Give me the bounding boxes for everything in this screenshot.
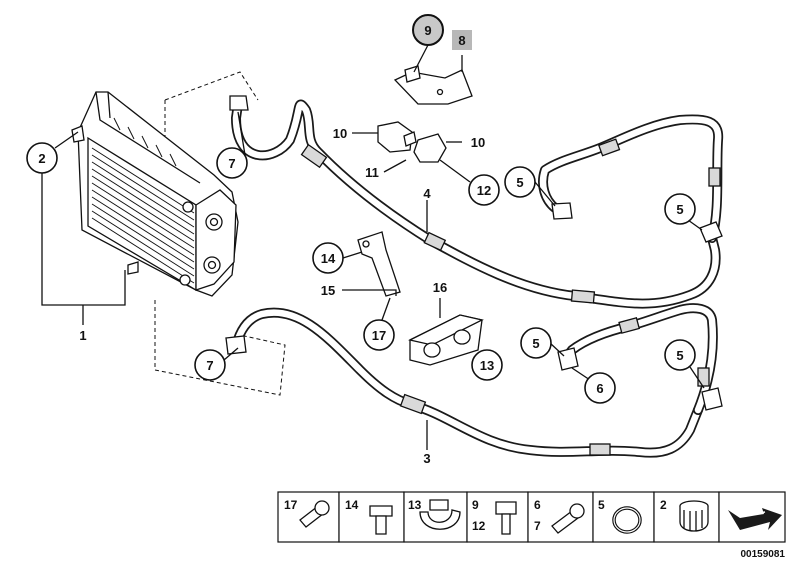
svg-text:6: 6 <box>534 498 541 512</box>
svg-text:2: 2 <box>660 498 667 512</box>
svg-text:5: 5 <box>532 336 539 351</box>
svg-text:11: 11 <box>365 165 379 180</box>
callout-10-left[interactable]: 10 <box>333 126 347 141</box>
svg-text:12: 12 <box>477 183 491 198</box>
callout-5-d[interactable]: 5 <box>664 339 696 371</box>
svg-text:14: 14 <box>321 251 336 266</box>
hex-bolt-icon <box>495 501 517 535</box>
svg-text:13: 13 <box>480 358 494 373</box>
svg-text:7: 7 <box>228 156 235 171</box>
svg-text:9: 9 <box>424 23 431 38</box>
callout-1[interactable]: 1 <box>79 328 86 343</box>
leader-lines <box>41 44 705 450</box>
callout-9[interactable]: 9 <box>412 14 444 46</box>
callouts: 2 1 7 7 9 8 10 10 11 <box>26 14 696 466</box>
oil-cooler <box>71 71 286 396</box>
o-ring-icon <box>612 506 642 534</box>
svg-text:2: 2 <box>38 151 45 166</box>
svg-text:5: 5 <box>598 498 605 512</box>
callout-5-a[interactable]: 5 <box>504 166 536 198</box>
legend-cell-13[interactable]: 13 <box>403 491 468 543</box>
legend-cell-6-7[interactable]: 6 7 <box>527 491 594 543</box>
clips-10-11-12 <box>377 121 447 163</box>
callout-10-right[interactable]: 10 <box>471 135 485 150</box>
svg-text:5: 5 <box>676 202 683 217</box>
direction-arrow-icon <box>728 508 782 530</box>
bolt-icon <box>299 500 330 528</box>
parts-legend-strip: 17 14 13 9 12 <box>277 491 786 543</box>
svg-text:5: 5 <box>516 175 523 190</box>
screw-icon <box>369 505 393 535</box>
socket-bolt-icon <box>551 503 585 534</box>
callout-4[interactable]: 4 <box>423 186 431 201</box>
diagram-number: 00159081 <box>741 549 786 560</box>
legend-cell-14[interactable]: 14 <box>338 491 405 543</box>
callout-8[interactable]: 8 <box>452 30 472 50</box>
svg-text:16: 16 <box>433 280 447 295</box>
legend-cell-5[interactable]: 5 <box>592 491 655 543</box>
svg-text:17: 17 <box>372 328 386 343</box>
callout-5-c[interactable]: 5 <box>520 327 552 359</box>
callout-14[interactable]: 14 <box>312 242 344 274</box>
upper-oil-hose <box>229 95 724 309</box>
callout-3[interactable]: 3 <box>423 451 430 466</box>
callout-11[interactable]: 11 <box>365 165 379 180</box>
svg-text:1: 1 <box>79 328 86 343</box>
svg-text:3: 3 <box>423 451 430 466</box>
svg-text:17: 17 <box>284 498 298 512</box>
svg-text:4: 4 <box>423 186 431 201</box>
svg-text:10: 10 <box>333 126 347 141</box>
svg-text:10: 10 <box>471 135 485 150</box>
svg-text:5: 5 <box>676 348 683 363</box>
svg-text:7: 7 <box>534 519 541 533</box>
callout-7-lower[interactable]: 7 <box>194 349 226 381</box>
clamp-icon <box>419 499 461 530</box>
svg-text:15: 15 <box>321 283 335 298</box>
svg-text:7: 7 <box>206 358 213 373</box>
svg-text:9: 9 <box>472 498 479 512</box>
grommet-16 <box>408 314 484 366</box>
callout-2[interactable]: 2 <box>26 142 58 174</box>
callout-13[interactable]: 13 <box>471 349 503 381</box>
svg-text:13: 13 <box>408 498 422 512</box>
callout-16[interactable]: 16 <box>433 280 447 295</box>
bracket-8 <box>393 65 473 105</box>
lower-oil-hose <box>225 303 723 458</box>
legend-cell-arrow[interactable] <box>718 491 786 543</box>
callout-7-upper[interactable]: 7 <box>216 147 248 179</box>
callout-15[interactable]: 15 <box>321 283 335 298</box>
svg-text:12: 12 <box>472 519 486 533</box>
legend-cell-9-12[interactable]: 9 12 <box>466 491 529 543</box>
clip-icon <box>679 500 709 532</box>
svg-text:8: 8 <box>458 33 465 48</box>
callout-5-b[interactable]: 5 <box>664 193 696 225</box>
callout-6[interactable]: 6 <box>584 372 616 404</box>
legend-cell-2[interactable]: 2 <box>653 491 720 543</box>
callout-12[interactable]: 12 <box>468 174 500 206</box>
legend-cell-17[interactable]: 17 <box>277 491 340 543</box>
callout-17[interactable]: 17 <box>363 319 395 351</box>
svg-text:6: 6 <box>596 381 603 396</box>
bracket-14-15 <box>357 231 401 297</box>
svg-text:14: 14 <box>345 498 359 512</box>
